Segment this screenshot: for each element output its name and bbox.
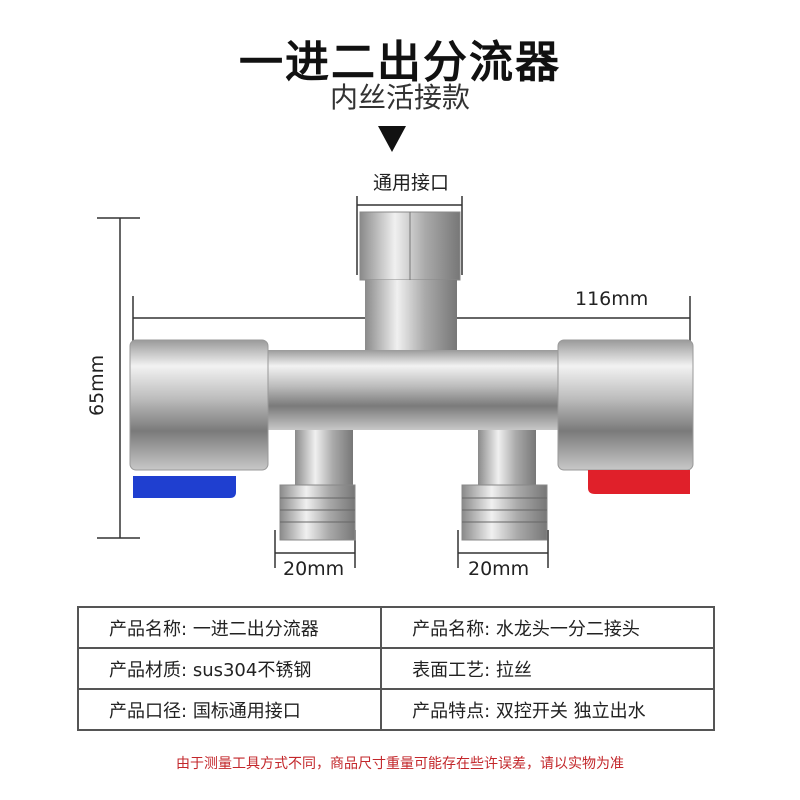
spec-table: 产品名称: 一进二出分流器 产品名称: 水龙头一分二接头 产品材质: sus30… — [76, 606, 715, 731]
product-title: 一进二出分流器 — [239, 37, 561, 88]
table-row: 产品材质: sus304不锈钢 表面工艺: 拉丝 — [76, 647, 715, 690]
table-row: 产品名称: 一进二出分流器 产品名称: 水龙头一分二接头 — [76, 606, 715, 649]
right-cap — [557, 339, 694, 471]
table-row: 产品口径: 国标通用接口 产品特点: 双控开关 独立出水 — [76, 688, 715, 731]
spec-label: 产品名称: — [109, 618, 188, 640]
product-subtitle: 内丝活接款 — [329, 81, 470, 114]
spec-value: 拉丝 — [495, 659, 532, 681]
right-outlet-thread — [461, 484, 548, 541]
spec-label: 产品名称: — [412, 618, 491, 640]
right-outlet-dimension: 20mm — [468, 558, 530, 580]
disclaimer-note: 由于测量工具方式不同，商品尺寸重量可能存在些许误差，请以实物为准 — [176, 756, 624, 772]
spec-value: 一进二出分流器 — [192, 618, 319, 640]
spec-label: 产品材质: — [109, 659, 188, 681]
hot-handle — [588, 470, 690, 494]
spec-value: sus304不锈钢 — [192, 659, 312, 681]
product-diagram — [97, 126, 694, 568]
height-dimension: 65mm — [86, 354, 108, 416]
spec-label: 产品特点: — [412, 700, 491, 722]
spec-label: 表面工艺: — [412, 659, 491, 681]
spec-value: 国标通用接口 — [192, 700, 301, 722]
valve-body — [240, 350, 580, 430]
cold-handle — [133, 476, 236, 498]
left-outlet-thread — [279, 484, 356, 541]
inlet-label: 通用接口 — [372, 172, 449, 194]
arrow-down-icon — [378, 126, 406, 152]
left-outlet-dimension: 20mm — [283, 558, 345, 580]
spec-value: 水龙头一分二接头 — [495, 618, 640, 640]
left-cap — [129, 339, 269, 471]
spec-label: 产品口径: — [109, 700, 188, 722]
length-dimension: 116mm — [575, 288, 649, 310]
spec-value: 双控开关 独立出水 — [495, 700, 646, 722]
